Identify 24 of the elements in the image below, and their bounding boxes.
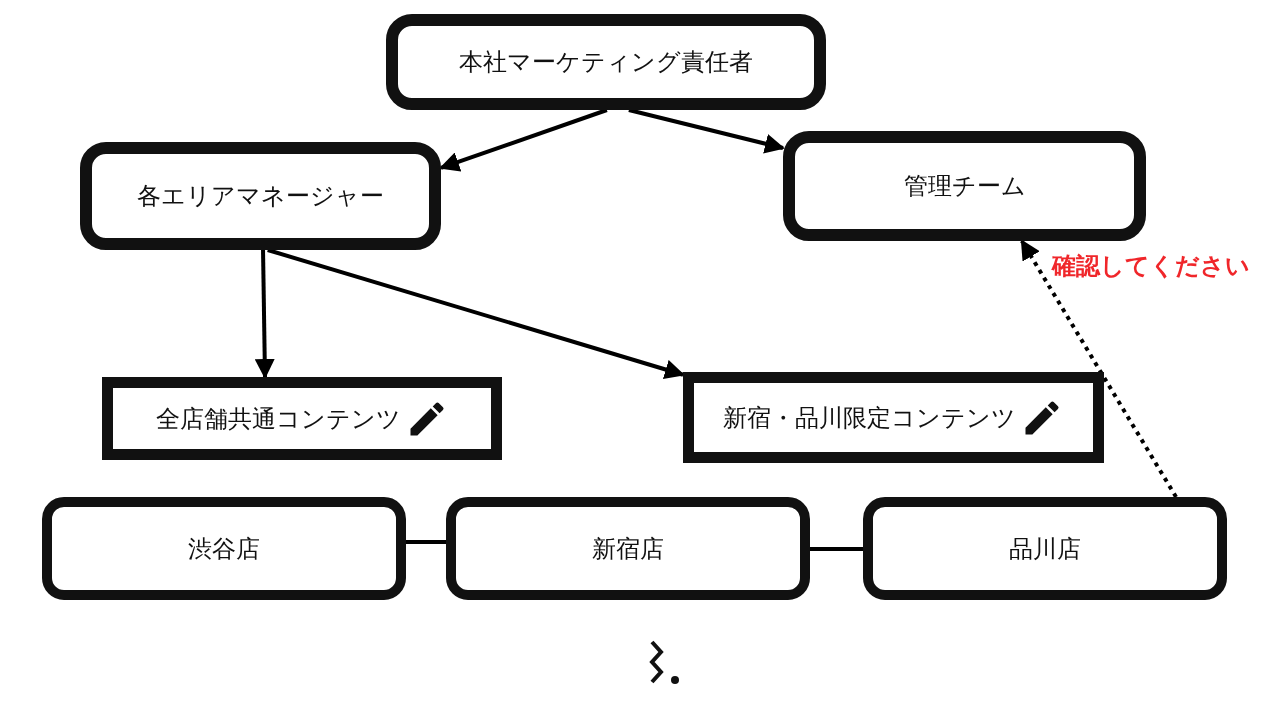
node-label: 管理チーム (903, 171, 1026, 202)
rounded-box (783, 131, 1146, 241)
rounded-box (42, 497, 406, 600)
arrow (254, 249, 275, 379)
content-box (683, 372, 1104, 463)
node-label: 渋谷店 (188, 533, 260, 565)
node-label: 新宿・品川限定コンテンツ (723, 402, 1016, 434)
connector-line (810, 547, 863, 551)
arrow (439, 108, 608, 172)
node-label: 新宿店 (592, 533, 664, 565)
content-box (102, 377, 502, 460)
rounded-box (446, 497, 810, 600)
rounded-box (386, 14, 826, 110)
arrow (267, 248, 685, 380)
rounded-box (80, 142, 441, 250)
rounded-box (863, 497, 1227, 600)
dotted-arrow (1020, 239, 1178, 499)
connector-line (406, 540, 446, 544)
arrow (628, 108, 785, 154)
node-label: 本社マーケティング責任者 (459, 47, 753, 78)
note-text: 確認してください (1052, 251, 1250, 282)
node-label: 品川店 (1009, 533, 1081, 565)
node-label: 全店舗共通コンテンツ (155, 403, 401, 435)
node-label: 各エリアマネージャー (137, 181, 384, 212)
